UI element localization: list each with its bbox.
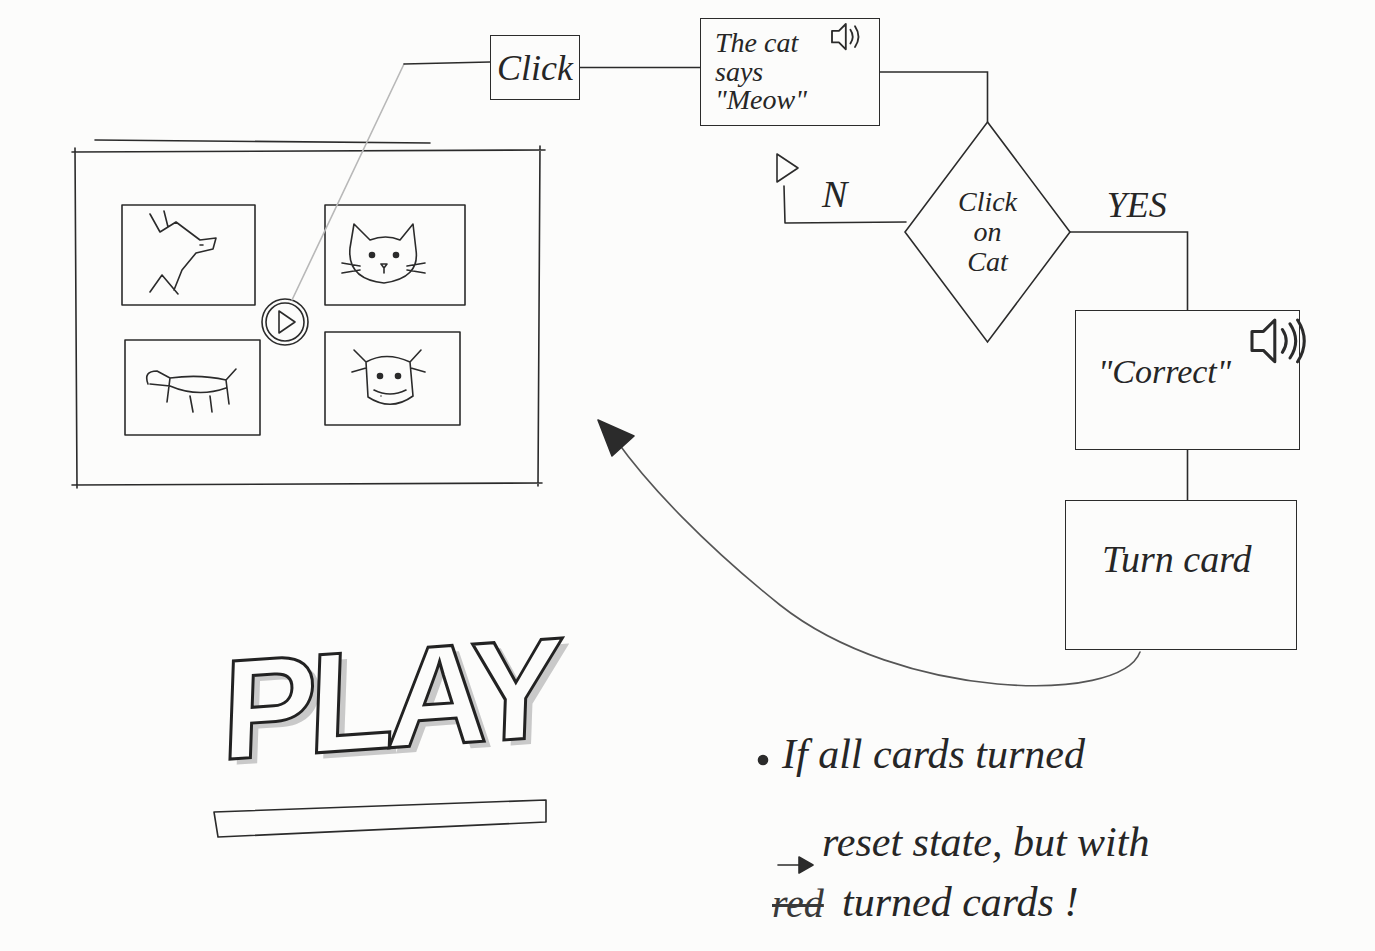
leader-line (404, 62, 490, 64)
diamond-outline (905, 122, 1070, 342)
arrow-head (598, 420, 634, 456)
flow-connector (880, 72, 988, 122)
node-text: Click (497, 47, 573, 89)
flow-connector (580, 67, 700, 69)
return-arrow (616, 440, 1140, 686)
title-lettering: PLAY (219, 605, 558, 793)
animal-drawing (342, 224, 425, 283)
decision-diamond: Click on Cat (905, 122, 1070, 342)
note-arrow (799, 857, 813, 873)
animal-card (325, 332, 460, 425)
screen-frame (72, 140, 545, 488)
play-button (262, 299, 308, 345)
process-box: The cat says "Meow" (700, 18, 880, 126)
note-text: If all cards turned (782, 730, 1085, 778)
animal-drawing (150, 211, 216, 294)
animal-card (325, 205, 465, 305)
play-button (266, 303, 304, 341)
animal-eye (396, 374, 401, 379)
note-text: reset state, but with (822, 818, 1149, 866)
branch-label: N (822, 172, 847, 216)
node-text: Click on Cat (953, 187, 1023, 278)
node-text: Turn card (1102, 537, 1252, 581)
speaker-icon (1252, 320, 1304, 362)
title-underline (214, 800, 546, 837)
node-text: "Correct" (1098, 353, 1231, 391)
speaker-icon (1252, 320, 1304, 362)
note-text: turned cards ! (842, 878, 1078, 926)
flow-connector (1187, 450, 1189, 500)
struck-word: red (772, 880, 824, 927)
node-text: The cat says "Meow" (715, 29, 827, 115)
edge-label: YES (1107, 184, 1167, 226)
animal-eye (378, 374, 383, 379)
bullet-dot (759, 756, 768, 765)
animal-drawing (352, 350, 425, 404)
animal-card (125, 340, 260, 435)
process-box: Click (490, 35, 580, 100)
animal-card (122, 205, 255, 305)
process-box: Turn card (1065, 500, 1297, 650)
animal-drawing (147, 369, 236, 412)
speaker-icon (832, 24, 858, 49)
leader-line (292, 64, 404, 300)
animal-eye (394, 253, 399, 258)
animal-eye (370, 253, 375, 258)
flow-connector (1070, 232, 1188, 310)
play-symbol (279, 311, 295, 333)
play-symbol (777, 154, 798, 182)
speaker-icon (832, 24, 858, 49)
process-box: "Correct" (1075, 310, 1300, 450)
